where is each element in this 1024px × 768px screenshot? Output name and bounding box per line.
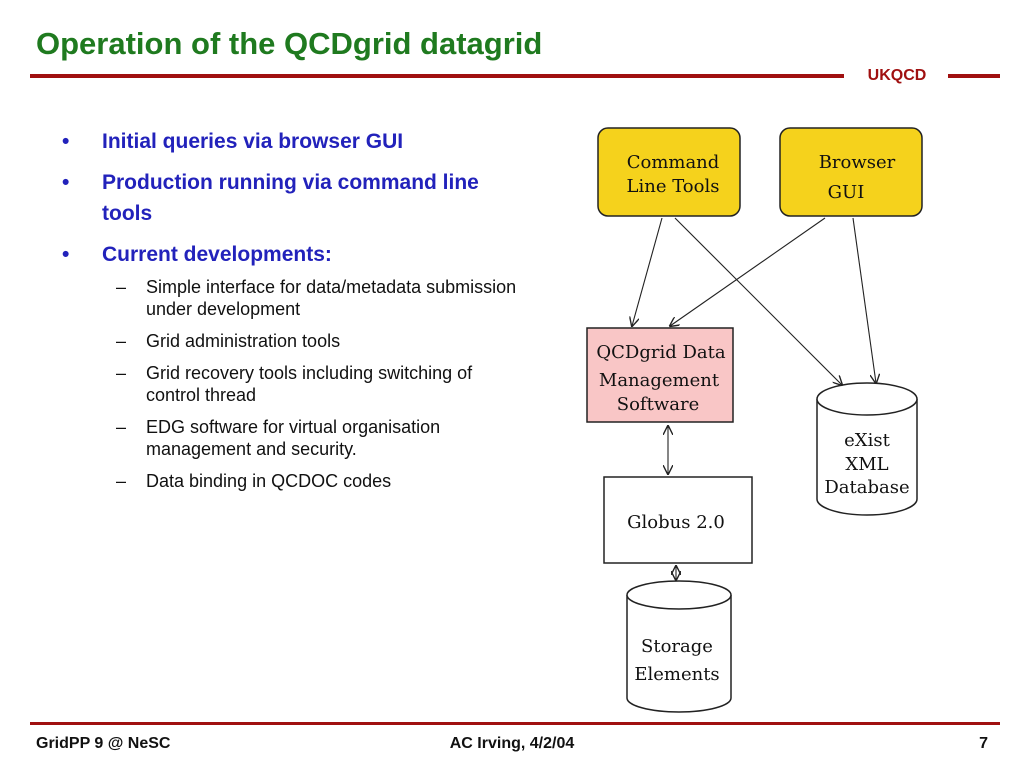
sub-bullet-text: Simple interface for data/metadata submi… [146,277,517,319]
footer-divider [30,722,1000,725]
browser-gui-box [779,127,923,217]
sub-bullet-item: – Grid administration tools [116,330,530,352]
exist-database-cylinder [816,399,918,516]
sub-bullet-item: – Data binding in QCDOC codes [116,470,530,492]
bullet-marker: • [62,171,70,194]
storage-elements-top [626,580,732,610]
exist-database-label-2: XML [845,454,888,475]
command-line-tools-label-2: Line Tools [627,176,720,197]
bullet-item: • Production running via command line to… [60,167,530,229]
sub-bullet-marker: – [116,277,127,297]
slide-title: Operation of the QCDgrid datagrid [36,26,543,61]
browser-gui-label-1: Browser [819,152,896,173]
command-line-tools-box [597,127,741,217]
sub-bullet-marker: – [116,331,127,351]
title-divider-left [30,74,844,78]
storage-elements-node: Storage Elements [626,580,732,713]
qcdgrid-software-box [586,327,734,423]
title-divider-right [948,74,1000,78]
qcdgrid-software-label-1: QCDgrid Data [596,342,725,363]
bullet-item: • Initial queries via browser GUI [60,126,530,157]
browser-gui-node: Browser GUI [779,127,923,217]
bullet-list: • Initial queries via browser GUI • Prod… [60,126,530,502]
org-label: UKQCD [867,67,927,84]
bullet-text: Current developments: [102,243,332,266]
sub-bullet-text: Grid administration tools [146,331,341,351]
bullet-marker: • [62,130,70,153]
bullet-item: • Current developments: [60,239,530,270]
storage-elements-label-2: Elements [634,664,719,685]
exist-database-label-1: eXist [844,430,890,451]
bullet-text: Initial queries via browser GUI [102,130,404,153]
globus-label: Globus 2.0 [627,512,725,533]
command-line-tools-node: Command Line Tools [597,127,741,217]
arrow-command-tools-to-database [674,217,842,385]
sub-bullet-marker: – [116,363,127,383]
exist-database-label-3: Database [824,477,909,498]
sub-bullet-item: – Grid recovery tools including switchin… [116,362,530,406]
sub-bullet-text: Data binding in QCDOC codes [146,471,392,491]
storage-elements-cylinder [626,595,732,713]
architecture-diagram: Command Line Tools Browser GUI QCDgrid D… [586,127,923,713]
globus-node: Globus 2.0 [603,476,753,564]
qcdgrid-software-node: QCDgrid Data Management Software [586,327,734,423]
arrow-command-tools-to-software [632,217,663,326]
qcdgrid-software-label-2: Management [599,370,720,391]
sub-bullet-marker: – [116,471,127,491]
arrow-browser-gui-to-software [670,217,826,326]
footer-page-number: 7 [979,735,988,752]
sub-bullet-item: – EDG software for virtual organisation … [116,416,530,460]
footer-event: GridPP 9 @ NeSC [36,735,171,752]
exist-database-node: eXist XML Database [816,382,918,516]
browser-gui-label-2: GUI [828,182,865,203]
sub-bullet-text: Grid recovery tools including switching … [146,363,473,405]
sub-bullet-marker: – [116,417,127,437]
bullet-marker: • [62,243,70,266]
arrow-browser-gui-to-database [852,217,876,383]
footer-author-date: AC Irving, 4/2/04 [449,735,575,752]
exist-database-top [816,382,918,416]
sub-bullet-text: EDG software for virtual organisation ma… [146,417,441,459]
globus-box [603,476,753,564]
sub-bullet-item: – Simple interface for data/metadata sub… [116,276,530,320]
storage-elements-label-1: Storage [641,636,713,657]
command-line-tools-label-1: Command [627,152,720,173]
qcdgrid-software-label-3: Software [617,394,699,415]
bullet-text: Production running via command line tool… [102,171,479,225]
